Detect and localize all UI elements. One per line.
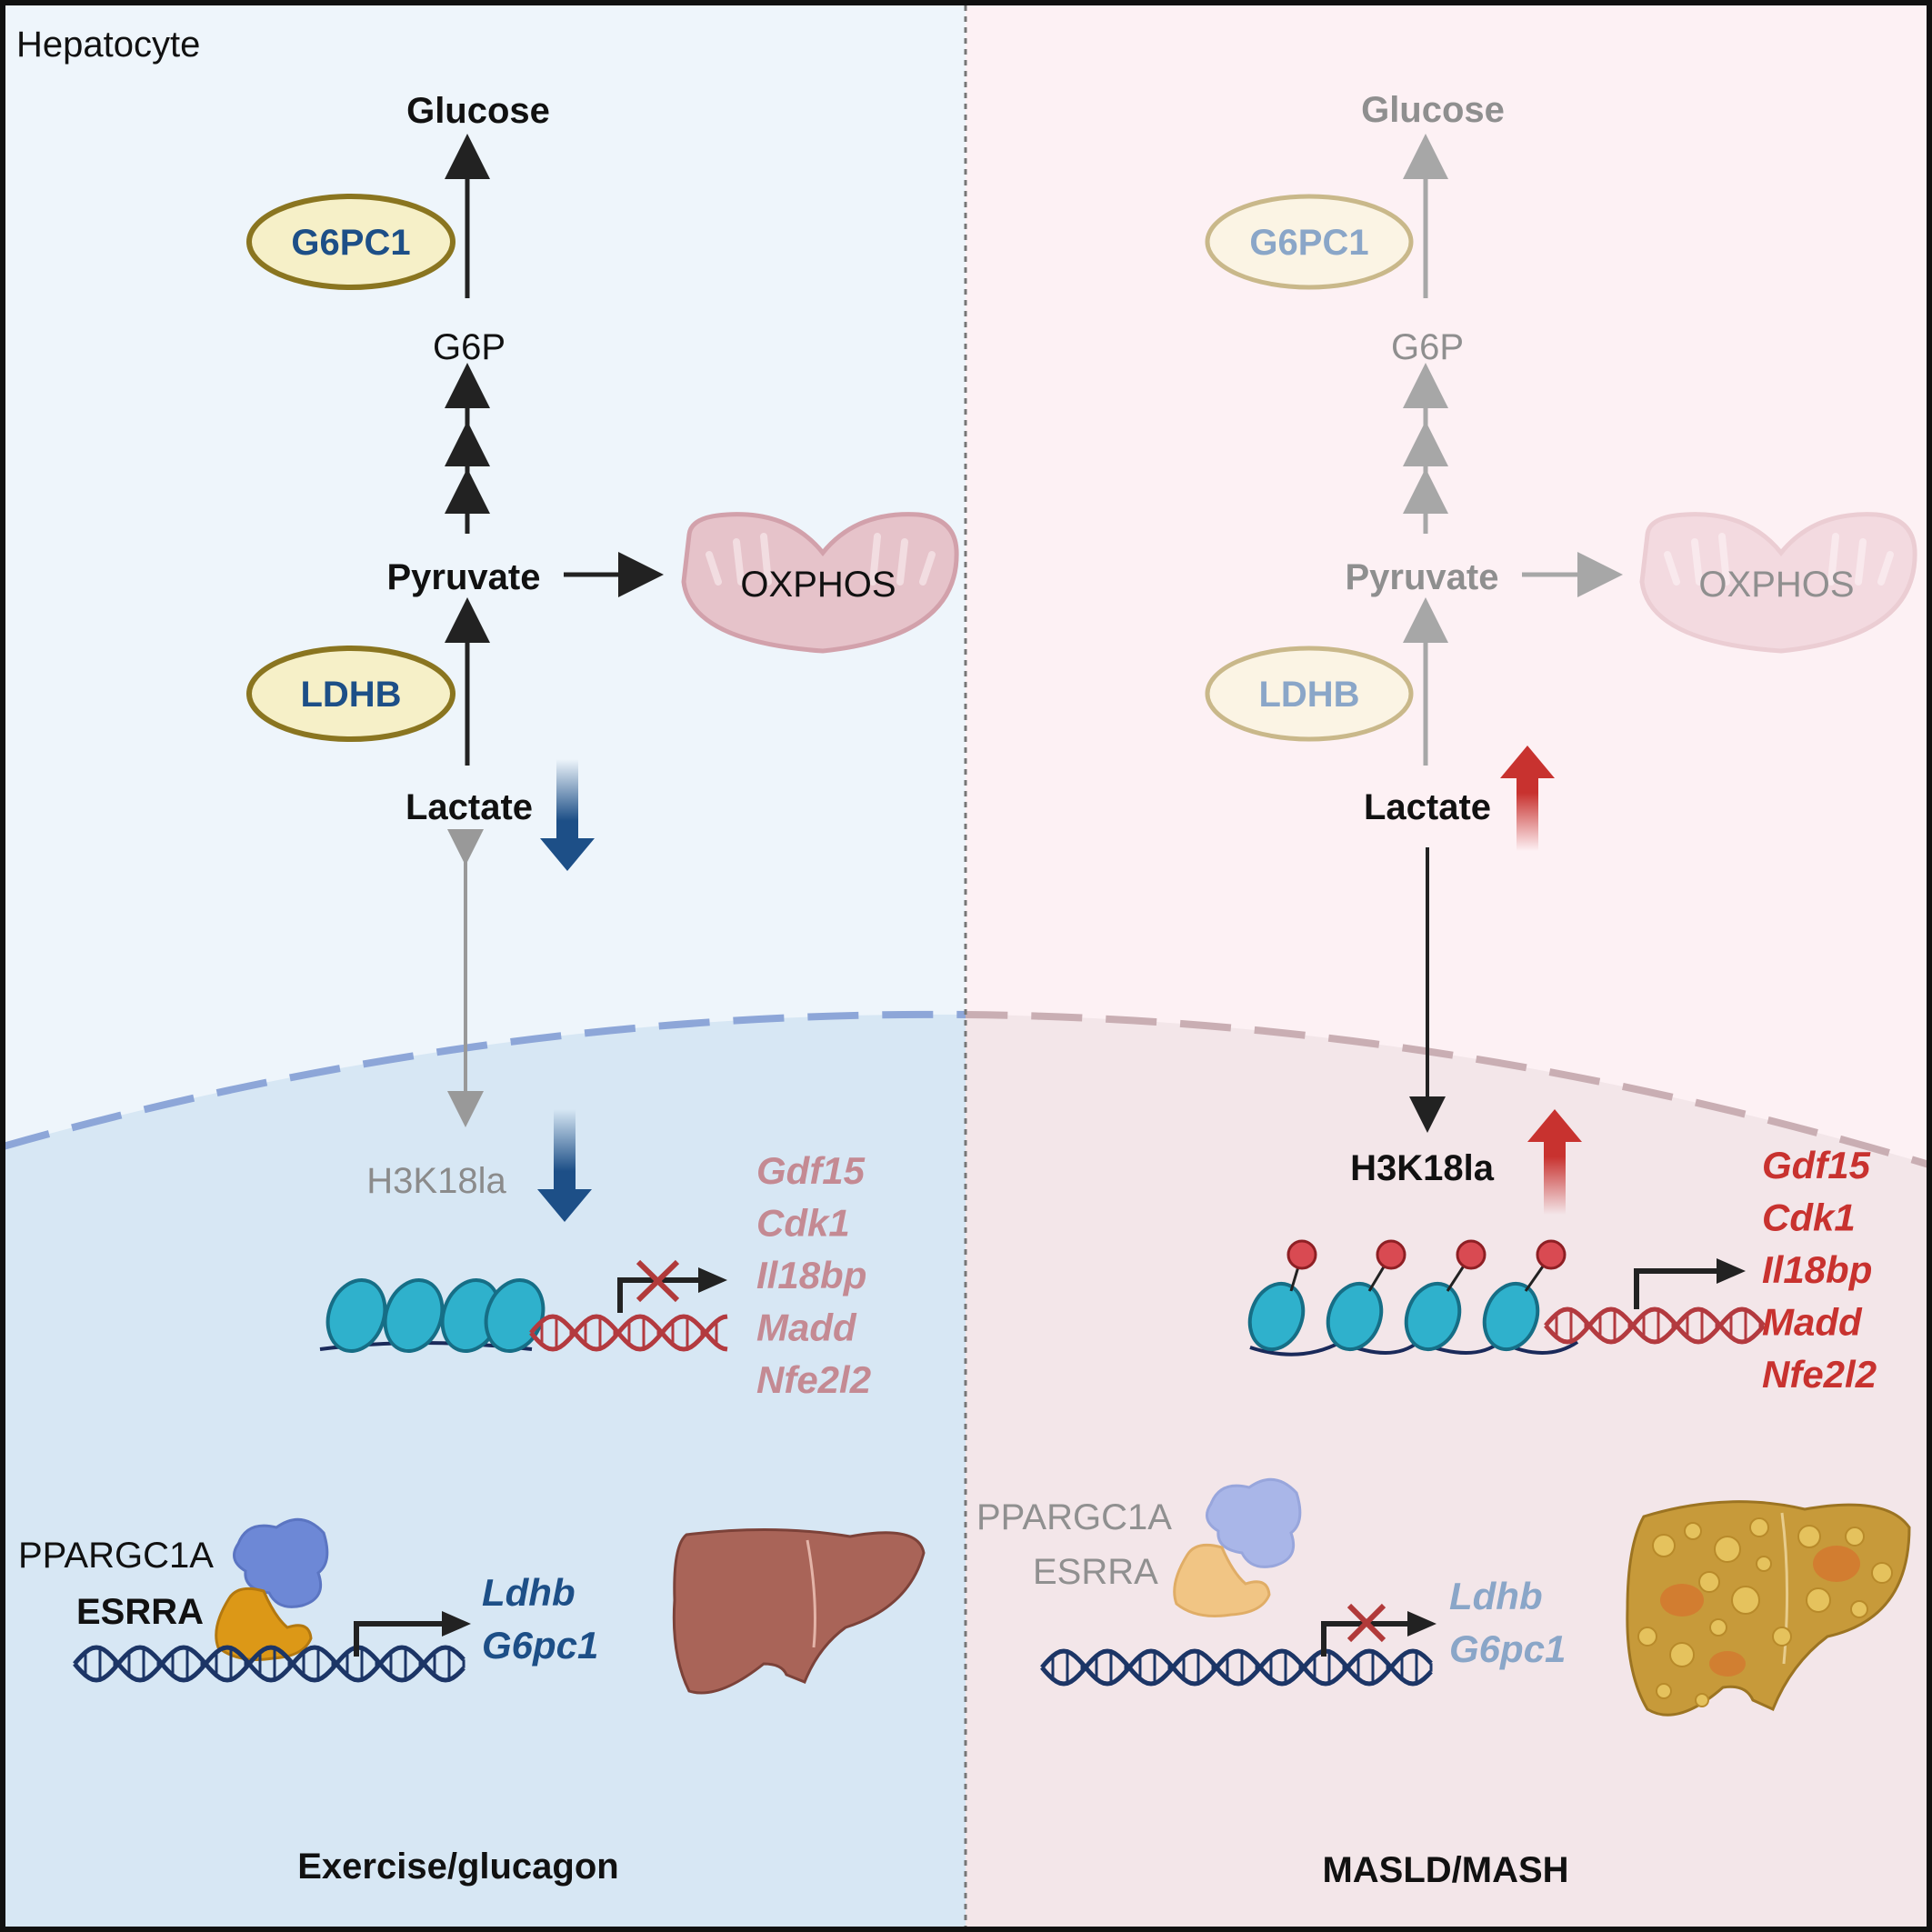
left-lactate-decrease-arrow — [540, 759, 595, 871]
left-esrra-gene-ldhb: Ldhb — [482, 1571, 576, 1614]
left-healthy-liver-icon — [672, 1527, 926, 1695]
left-gene-gdf15: Gdf15 — [756, 1149, 866, 1192]
left-esrra-protein-icon — [215, 1587, 313, 1661]
left-g6p-label: G6P — [433, 327, 506, 367]
left-ppargc1a-protein-icon — [233, 1517, 329, 1608]
left-h3k18la-label: H3K18la — [366, 1161, 506, 1201]
left-ppargc1a-label: PPARGC1A — [18, 1536, 214, 1576]
right-open-nucleosomes — [1247, 1281, 1579, 1356]
right-ppargc1a-protein-icon — [1206, 1477, 1302, 1568]
right-pyruvate-label: Pyruvate — [1346, 557, 1499, 597]
right-target-dna-helix — [1544, 1306, 1766, 1345]
left-pyruvate-label: Pyruvate — [387, 557, 541, 597]
left-esrra-dna-helix — [73, 1645, 465, 1683]
right-oxphos-label: OXPHOS — [1698, 565, 1854, 605]
right-gene-il18bp: Il18bp — [1762, 1248, 1872, 1291]
right-esrra-gene-ldhb: Ldhb — [1449, 1575, 1543, 1617]
right-gene-madd: Madd — [1762, 1301, 1863, 1344]
left-tss-arrow — [617, 1277, 700, 1313]
left-esrra-label: ESRRA — [76, 1592, 204, 1632]
right-mitochondrion-icon — [1639, 512, 1917, 654]
right-g6pc1-enzyme — [1205, 194, 1414, 290]
right-ldhb-label: LDHB — [1258, 675, 1359, 715]
left-ldhb-enzyme — [246, 646, 455, 742]
right-nuclear-membrane — [966, 1011, 1927, 1168]
right-fatty-liver-icon — [1626, 1500, 1911, 1717]
left-mitochondrion-icon — [681, 512, 959, 654]
right-condition-label: MASLD/MASH — [1322, 1850, 1568, 1890]
right-glucose-label: Glucose — [1361, 90, 1505, 130]
right-esrra-protein-icon — [1173, 1543, 1271, 1617]
left-target-dna-helix — [529, 1314, 728, 1352]
left-nucleus — [5, 1014, 966, 1927]
right-esrra-tss-arrow — [1321, 1621, 1409, 1657]
left-esrra-gene-g6pc1: G6pc1 — [482, 1624, 598, 1667]
left-ldhb-label: LDHB — [300, 675, 401, 715]
left-nuclear-membrane — [5, 1010, 966, 1150]
left-condensed-nucleosomes — [319, 1278, 546, 1353]
right-g6p-label: G6P — [1391, 327, 1464, 367]
left-h3k18la-decrease-arrow — [537, 1109, 592, 1222]
left-gene-madd: Madd — [756, 1306, 857, 1349]
right-esrra-label: ESRRA — [1033, 1552, 1158, 1592]
right-pathway: Glucose G6PC1 G6P Pyruvate OXPHOS LDHB L… — [976, 90, 1917, 1890]
right-blocked-transcription-mark — [1346, 1603, 1386, 1643]
left-g6pc1-label: G6PC1 — [291, 223, 410, 263]
left-gene-cdk1: Cdk1 — [756, 1202, 850, 1245]
left-pathway: Glucose G6PC1 G6P Pyruvate OXPHOS LDHB L… — [18, 91, 959, 1887]
corner-label: Hepatocyte — [16, 25, 200, 65]
right-tss-arrow — [1634, 1268, 1718, 1309]
left-esrra-tss-arrow — [354, 1621, 444, 1657]
right-gene-gdf15: Gdf15 — [1762, 1144, 1871, 1186]
right-h3k18la-label: H3K18la — [1350, 1148, 1495, 1188]
right-lactylation-marks — [1286, 1239, 1567, 1292]
left-blocked-transcription-mark — [636, 1259, 680, 1303]
left-gene-il18bp: Il18bp — [756, 1254, 866, 1296]
left-glucose-label: Glucose — [406, 91, 550, 131]
left-g6pc1-enzyme — [246, 194, 455, 290]
left-gene-nfe2l2: Nfe2l2 — [756, 1358, 871, 1401]
right-lactate-increase-arrow — [1500, 746, 1555, 851]
left-oxphos-label: OXPHOS — [740, 565, 896, 605]
right-esrra-gene-g6pc1: G6pc1 — [1449, 1627, 1566, 1670]
right-gene-nfe2l2: Nfe2l2 — [1762, 1353, 1877, 1396]
left-condition-label: Exercise/glucagon — [297, 1847, 618, 1887]
left-lactate-label: Lactate — [405, 787, 533, 827]
right-g6pc1-label: G6PC1 — [1249, 223, 1368, 263]
right-gene-cdk1: Cdk1 — [1762, 1196, 1856, 1239]
right-esrra-dna-helix — [1040, 1648, 1433, 1687]
right-ppargc1a-label: PPARGC1A — [976, 1497, 1172, 1537]
right-lactate-label: Lactate — [1364, 787, 1491, 827]
right-ldhb-enzyme — [1205, 646, 1414, 742]
right-h3k18la-increase-arrow — [1527, 1109, 1582, 1215]
